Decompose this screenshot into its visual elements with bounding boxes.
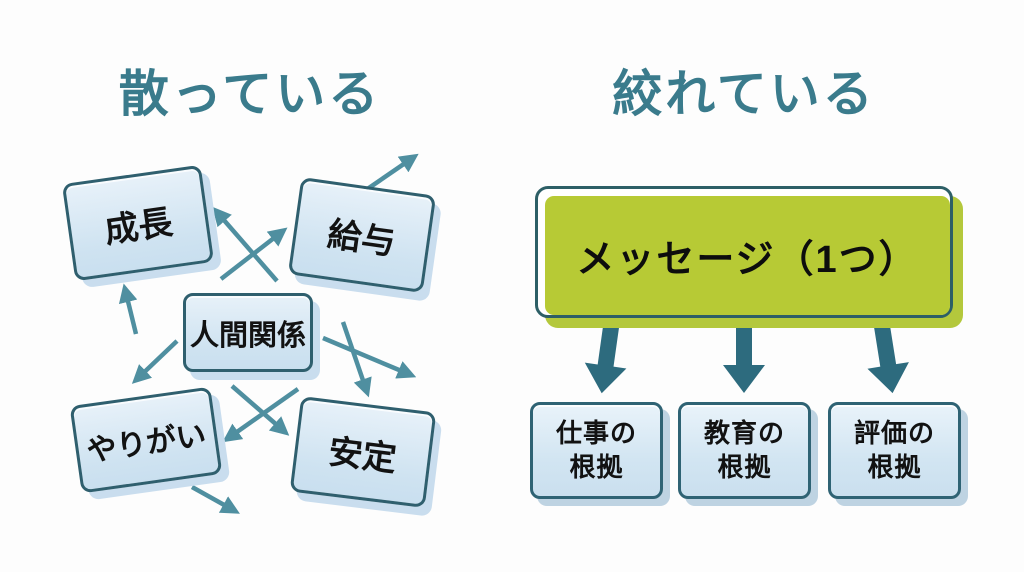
evidence-box-work-label: 仕事の 根拠	[555, 417, 637, 482]
scatter-box-stability: 安定	[289, 396, 437, 508]
scatter-box-stability-label: 安定	[326, 432, 399, 479]
scatter-box-fulfillment: やりがい	[69, 386, 223, 494]
message-label: メッセージ（1つ）	[576, 239, 919, 281]
scatter-arrow-down-left-icon	[131, 339, 179, 384]
scatter-box-fulfillment-label: やりがい	[84, 418, 209, 469]
evidence-box-work: 仕事の 根拠	[530, 402, 663, 499]
scatter-box-salary: 給与	[287, 177, 437, 293]
scatter-arrow-bottom-icon	[190, 485, 240, 514]
scatter-box-growth-label: 成長	[102, 202, 175, 251]
scatter-arrow-up-left-icon	[212, 206, 279, 283]
flow-arrow-left-icon	[584, 318, 627, 394]
scatter-box-relationships: 人間関係	[183, 293, 313, 372]
scatter-box-relationships-label: 人間関係	[189, 319, 306, 352]
scatter-arrow-up-icon	[118, 283, 139, 335]
evidence-box-education: 教育の 根拠	[678, 402, 811, 499]
evidence-box-education-label: 教育の 根拠	[703, 417, 785, 482]
evidence-box-evaluation: 評価の 根拠	[828, 402, 961, 499]
scatter-arrow-down-right-icon	[230, 384, 290, 436]
scatter-arrow-up-right-icon	[219, 227, 288, 281]
scatter-arrow-right-icon	[322, 335, 417, 379]
scatter-box-growth: 成長	[61, 164, 215, 282]
flow-arrow-right-icon	[867, 318, 909, 394]
message-box: メッセージ（1つ）	[535, 186, 953, 318]
flow-arrow-middle-icon	[723, 319, 765, 393]
scatter-box-salary-label: 給与	[325, 214, 398, 263]
scatter-arrow-down-icon	[340, 321, 372, 398]
evidence-box-evaluation-label: 評価の 根拠	[853, 417, 935, 482]
right-title: 絞れている	[612, 66, 876, 122]
left-title: 散っている	[118, 66, 382, 122]
message-box-fill: メッセージ（1つ）	[545, 196, 950, 315]
scatter-arrow-down-left2-icon	[222, 387, 300, 443]
